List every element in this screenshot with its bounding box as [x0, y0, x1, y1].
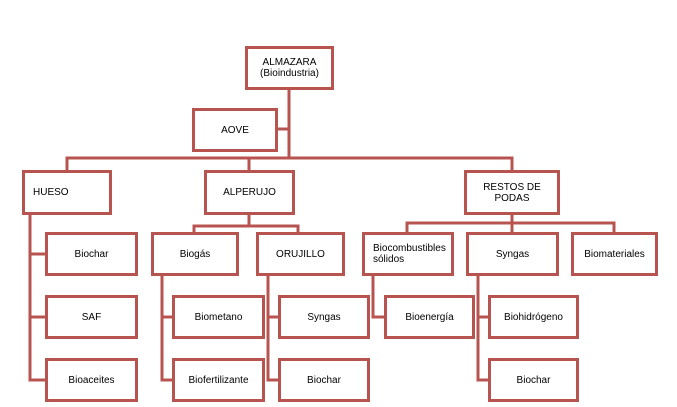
node-orujillo-label: ORUJILLO — [276, 248, 325, 260]
node-biogas: Biogás — [151, 232, 239, 276]
node-alperujo-label: ALPERUJO — [223, 187, 276, 198]
node-hueso-label: HUESO — [33, 187, 69, 198]
node-biochar-hueso-label: Biochar — [74, 248, 109, 260]
node-syngas-orujillo: Syngas — [278, 295, 370, 339]
node-biometano-label: Biometano — [194, 311, 243, 323]
node-syngas-restos: Syngas — [466, 232, 559, 276]
node-aove-label: AOVE — [221, 124, 249, 136]
node-biochar-hueso: Biochar — [45, 232, 138, 276]
node-biometano: Biometano — [172, 295, 265, 339]
node-biogas-label: Biogás — [179, 248, 211, 260]
node-biocombustibles-label: Biocombustibles sólidos — [373, 243, 446, 265]
node-saf: SAF — [45, 295, 138, 339]
node-biofertilizante-label: Biofertilizante — [188, 374, 249, 386]
node-restos-de-podas: RESTOS DE PODAS — [464, 170, 560, 215]
node-bioenergia-label: Bioenergía — [405, 311, 454, 323]
node-bioenergia: Bioenergía — [384, 295, 475, 339]
node-saf-label: SAF — [81, 311, 102, 323]
node-biochar-orujillo: Biochar — [278, 358, 370, 402]
node-biocombustibles-solidos: Biocombustibles sólidos — [362, 232, 454, 276]
node-biomateriales: Biomateriales — [571, 232, 658, 276]
node-biohidrogeno: Biohidrógeno — [488, 295, 579, 339]
node-orujillo: ORUJILLO — [256, 232, 345, 276]
node-restos-label: RESTOS DE PODAS — [483, 181, 541, 204]
node-bioaceites-label: Bioaceites — [68, 374, 115, 386]
node-bioaceites: Bioaceites — [45, 358, 138, 402]
node-hueso: HUESO — [22, 170, 112, 215]
node-biohidrogeno-label: Biohidrógeno — [504, 311, 563, 323]
node-aove: AOVE — [192, 108, 278, 152]
node-almazara-subtitle: (Bioindustria) — [260, 68, 319, 79]
node-biomateriales-label: Biomateriales — [584, 248, 645, 260]
node-biochar-restos: Biochar — [488, 358, 579, 402]
node-alperujo: ALPERUJO — [204, 170, 295, 215]
node-syngas-restos-label: Syngas — [495, 248, 530, 260]
node-biochar-orujillo-label: Biochar — [307, 374, 341, 386]
node-almazara: ALMAZARA (Bioindustria) — [245, 46, 334, 90]
node-almazara-title: ALMAZARA — [262, 57, 317, 68]
node-biochar-restos-label: Biochar — [516, 374, 551, 386]
node-syngas-orujillo-label: Syngas — [307, 311, 341, 323]
node-biofertilizante: Biofertilizante — [172, 358, 265, 402]
